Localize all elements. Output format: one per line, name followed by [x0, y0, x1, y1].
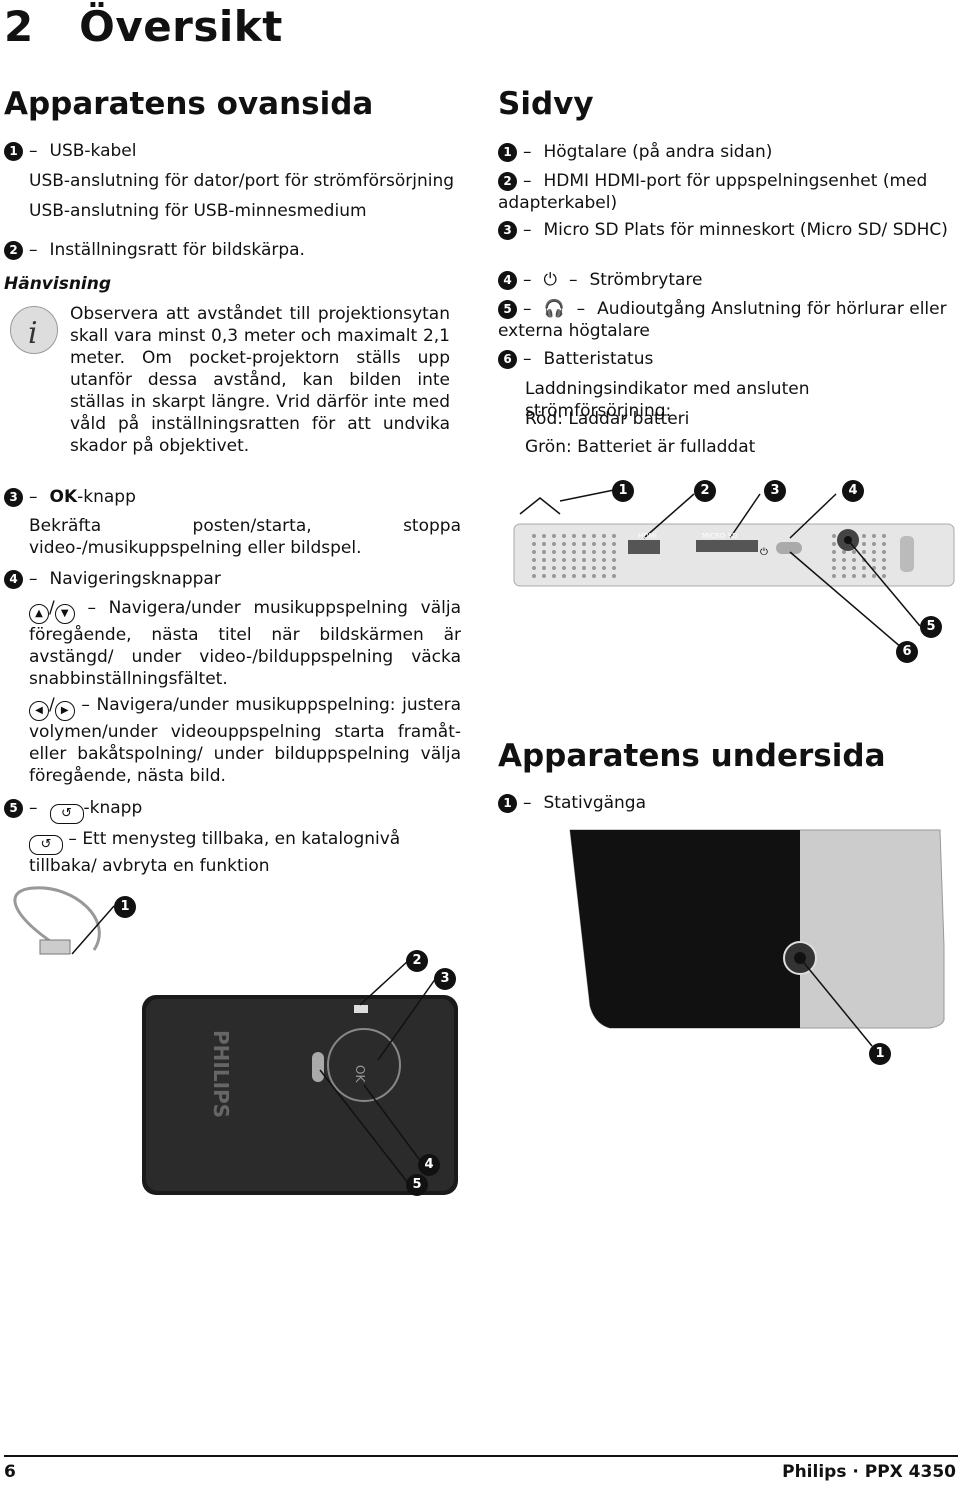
- footer-rule: [4, 1455, 958, 1457]
- side-view-heading: Sidvy: [498, 86, 594, 122]
- item-text: Högtalare (på andra sidan): [543, 142, 773, 162]
- item-label: Navigeringsknappar: [49, 569, 221, 589]
- nav-updown-text: Navigera/under musikuppspelning välja fö…: [29, 598, 461, 689]
- callout-4: 4: [418, 1154, 440, 1176]
- number-badge: 1: [498, 794, 517, 813]
- usb-desc-2: USB-anslutning för USB-minnesmedium: [29, 201, 367, 221]
- side-item-5: 5–🎧–Audioutgång Anslutning för hörlurar …: [498, 299, 947, 341]
- item-label: -knapp: [83, 798, 143, 818]
- number-badge: 1: [498, 143, 517, 162]
- item-ok-button: 3–OK-knapp: [4, 486, 136, 508]
- info-icon: i: [10, 306, 58, 354]
- number-badge: 4: [4, 570, 23, 589]
- side-item-4: 4–⏻–Strömbrytare: [498, 269, 703, 291]
- number-badge: 1: [4, 142, 23, 161]
- item-label: -knapp: [77, 487, 136, 507]
- side-view-illustration: ⏻ HDMI MICRO SD 1 2 3 4 5 6: [510, 476, 960, 676]
- battery-line-3: Grön: Batteriet är fulladdat: [525, 437, 756, 457]
- item-back-button: 5–↺-knapp: [4, 797, 142, 824]
- back-icon: ↺: [29, 835, 63, 855]
- item-text: Audioutgång Anslutning för hörlurar elle…: [498, 299, 947, 341]
- item-label: Inställningsratt för bildskärpa.: [49, 240, 305, 260]
- callout-3: 3: [764, 480, 786, 502]
- page-number: 6: [4, 1462, 16, 1482]
- side-item-2: 2–HDMI HDMI-port för uppspelningsenhet (…: [498, 171, 928, 213]
- callout-6: 6: [896, 641, 918, 663]
- callout-5: 5: [920, 616, 942, 638]
- chapter-number: 2: [4, 2, 34, 51]
- nav-updown-desc: ▲/▼ – Navigera/under musikuppspelning vä…: [29, 598, 461, 689]
- nav-down-icon: ▼: [54, 604, 75, 624]
- item-usb-cable: 1–USB-kabel: [4, 140, 136, 162]
- callout-1: 1: [612, 480, 634, 502]
- number-badge: 6: [498, 350, 517, 369]
- callout-5: 5: [406, 1174, 428, 1196]
- chapter-title-text: Översikt: [79, 2, 283, 51]
- nav-leftright-text: Navigera/under musikuppspelning: justera…: [29, 695, 462, 786]
- bottom-item-1: 1–Stativgänga: [498, 792, 646, 814]
- ok-desc: Bekräfta posten/starta, stoppa video-/mu…: [29, 516, 461, 558]
- callout-2: 2: [694, 480, 716, 502]
- nav-right-icon: ▶: [54, 701, 75, 721]
- top-view-illustration: OK PHILIPS 1 2 3 4 5: [4, 880, 474, 1200]
- number-badge: 3: [4, 488, 23, 507]
- bottom-view-illustration: 1: [560, 826, 954, 1076]
- side-item-6: 6–Batteristatus: [498, 348, 653, 370]
- bottom-side-heading: Apparatens undersida: [498, 738, 886, 774]
- item-focus-wheel: 2–Inställningsratt för bildskärpa.: [4, 239, 305, 261]
- back-icon: ↺: [49, 804, 84, 824]
- number-badge: 5: [4, 799, 23, 818]
- chapter-title: 2 Översikt: [4, 2, 283, 51]
- side-item-3: 3–Micro SD Plats för minneskort (Micro S…: [498, 219, 958, 241]
- nav-leftright-desc: ◀/▶ – Navigera/under musikuppspelning: j…: [29, 695, 462, 786]
- callout-2: 2: [406, 950, 428, 972]
- battery-line-1: Laddningsindikator med ansluten strömför…: [525, 379, 810, 421]
- callout-4: 4: [842, 480, 864, 502]
- number-badge: 4: [498, 271, 517, 290]
- item-text: Micro SD Plats för minneskort (Micro SD/…: [543, 220, 948, 240]
- top-side-heading: Apparatens ovansida: [4, 86, 374, 122]
- svg-text:PHILIPS: PHILIPS: [209, 1030, 233, 1118]
- item-text: Batteristatus: [543, 349, 654, 369]
- back-desc: ↺ – Ett menysteg tillbaka, en katalogniv…: [29, 829, 401, 876]
- callout-3: 3: [434, 968, 456, 990]
- number-badge: 5: [498, 300, 517, 319]
- microsd-slot-label: MICRO SD: [702, 532, 738, 540]
- product-name: Philips · PPX 4350: [782, 1462, 956, 1482]
- callout-1: 1: [869, 1043, 891, 1065]
- side-item-1: 1–Högtalare (på andra sidan): [498, 141, 772, 163]
- number-badge: 3: [498, 221, 517, 240]
- number-badge: 2: [4, 241, 23, 260]
- callout-1: 1: [114, 896, 136, 918]
- note-heading: Hänvisning: [4, 274, 112, 294]
- headphone-icon: 🎧: [543, 299, 565, 319]
- usb-desc-1: USB-anslutning för dator/port för strömf…: [29, 171, 455, 191]
- nav-left-icon: ◀: [29, 701, 49, 721]
- svg-text:OK: OK: [353, 1065, 367, 1083]
- svg-text:i: i: [28, 316, 38, 351]
- ok-label: OK: [49, 487, 78, 507]
- item-nav-buttons: 4–Navigeringsknappar: [4, 568, 221, 590]
- battery-line-2: Röd: Laddar batteri: [525, 409, 690, 429]
- item-text: Strömbrytare: [589, 270, 703, 290]
- svg-text:⏻: ⏻: [760, 547, 768, 558]
- item-text: HDMI HDMI-port för uppspelningsenhet (me…: [498, 171, 928, 213]
- hdmi-port-label: HDMI: [638, 532, 657, 540]
- nav-up-icon: ▲: [29, 604, 49, 624]
- item-text: Stativgänga: [543, 793, 647, 813]
- note-text: Observera att avståndet till projektions…: [70, 304, 450, 456]
- back-desc-text: Ett menysteg tillbaka, en katalognivå ti…: [29, 829, 401, 876]
- item-label: USB-kabel: [49, 141, 137, 161]
- power-icon: ⏻: [543, 270, 557, 290]
- number-badge: 2: [498, 172, 517, 191]
